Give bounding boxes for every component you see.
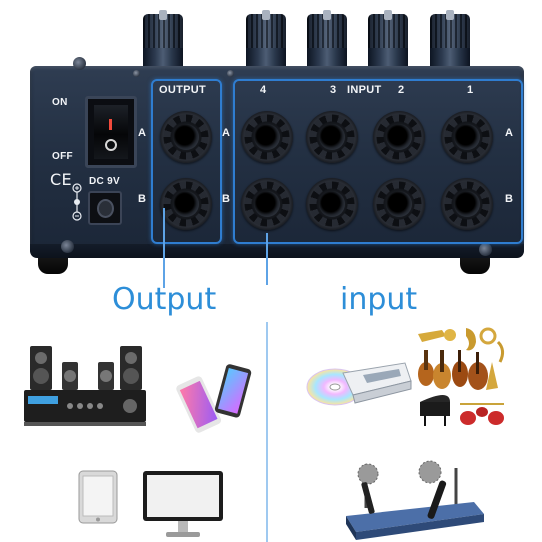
dc-power-jack[interactable] — [88, 191, 122, 225]
smartphones-icon — [176, 364, 252, 433]
output-header: OUTPUT — [159, 84, 207, 96]
power-on-label: ON — [52, 97, 68, 108]
screw-icon — [73, 57, 86, 70]
ce-mark: CE — [50, 170, 72, 189]
input-jack-3b[interactable] — [306, 178, 358, 230]
input-row-b-label-left: B — [222, 193, 231, 205]
power-switch[interactable] — [85, 96, 137, 168]
input-channel-2-label: 2 — [398, 84, 405, 96]
input-section-label: input — [340, 282, 418, 317]
volume-knob[interactable] — [307, 10, 347, 76]
power-off-label: OFF — [52, 151, 73, 162]
volume-knob[interactable] — [143, 10, 183, 76]
wireless-microphone-receiver-icon — [346, 460, 484, 540]
tablet-icon — [78, 470, 118, 524]
mixer-chassis-edge — [30, 244, 524, 258]
screw-icon — [133, 70, 140, 77]
output-section-highlight — [151, 79, 222, 244]
output-section-label: Output — [112, 282, 217, 317]
section-divider-line — [266, 322, 268, 542]
power-off-mark-icon — [105, 139, 117, 151]
screw-icon — [479, 243, 492, 256]
input-jack-2a[interactable] — [373, 111, 425, 163]
screw-icon — [227, 70, 234, 77]
power-on-mark-icon — [109, 119, 112, 130]
polarity-icon — [72, 183, 82, 221]
input-jack-2b[interactable] — [373, 178, 425, 230]
input-channel-4-label: 4 — [260, 84, 267, 96]
musical-instruments-icon — [418, 327, 505, 426]
input-jack-4b[interactable] — [241, 178, 293, 230]
output-row-b-label: B — [138, 193, 147, 205]
cd-player-icon — [306, 362, 412, 406]
dc-power-label: DC 9V — [89, 176, 120, 187]
volume-knob[interactable] — [368, 10, 408, 76]
output-row-a-label: A — [138, 127, 147, 139]
input-row-a-label-right: A — [505, 127, 514, 139]
input-row-b-label-right: B — [505, 193, 514, 205]
input-section-highlight — [233, 79, 523, 244]
speaker-amplifier-icon — [24, 346, 146, 426]
volume-knob[interactable] — [430, 10, 470, 76]
volume-knob[interactable] — [246, 10, 286, 76]
input-channel-3-label: 3 — [330, 84, 337, 96]
screw-icon — [61, 240, 74, 253]
input-header: INPUT — [347, 84, 382, 96]
output-jack-b[interactable] — [160, 178, 212, 230]
output-connector-line — [163, 208, 165, 288]
input-channel-1-label: 1 — [467, 84, 474, 96]
input-jack-1b[interactable] — [441, 178, 493, 230]
output-jack-a[interactable] — [160, 111, 212, 163]
computer-monitor-icon — [143, 471, 223, 537]
input-row-a-label-left: A — [222, 127, 231, 139]
input-connector-line — [266, 233, 268, 285]
input-jack-1a[interactable] — [441, 111, 493, 163]
input-jack-4a[interactable] — [241, 111, 293, 163]
input-jack-3a[interactable] — [306, 111, 358, 163]
